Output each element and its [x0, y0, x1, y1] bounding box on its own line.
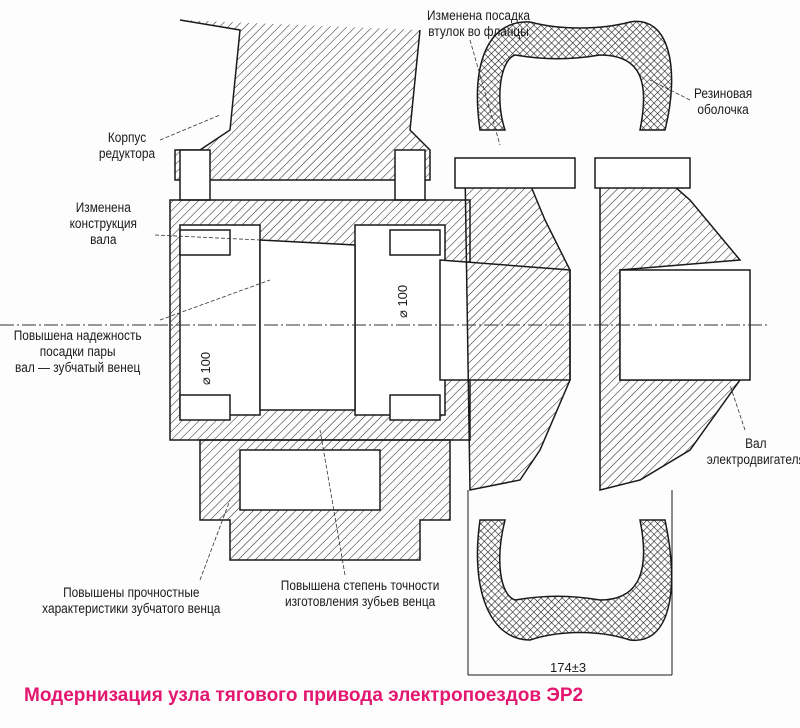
label-fit-reliability: Повышена надежность посадки пары вал — з…	[13, 328, 142, 375]
label-motor-shaft: Вал электродвигателя	[706, 436, 800, 467]
rubber-shell	[476, 20, 673, 131]
bolt	[454, 157, 576, 189]
bearing	[389, 394, 441, 421]
bearing	[389, 229, 441, 256]
figure-title: Модернизация узла тягового привода элект…	[24, 685, 584, 706]
label-rubber-shell: Резиновая оболочка	[693, 86, 753, 117]
label-gearbox-housing: Корпус редуктора	[98, 130, 156, 161]
label-shaft-design: Изменена конструкция вала	[69, 200, 137, 247]
bearing	[179, 394, 231, 421]
label-bushing-fit: Изменена посадка втулок во фланцы	[427, 8, 531, 39]
shaft	[259, 239, 356, 411]
diameter-left: ⌀ 100	[198, 351, 213, 385]
label-ring-strength: Повышены прочностные характеристики зубч…	[42, 585, 221, 616]
bearing	[179, 229, 231, 256]
diameter-right: ⌀ 100	[395, 284, 410, 318]
label-tooth-precision: Повышена степень точности изготовления з…	[280, 578, 440, 609]
dimension-width: 174±3	[550, 660, 587, 675]
gearbox-housing	[174, 19, 431, 181]
bolt	[594, 157, 691, 189]
